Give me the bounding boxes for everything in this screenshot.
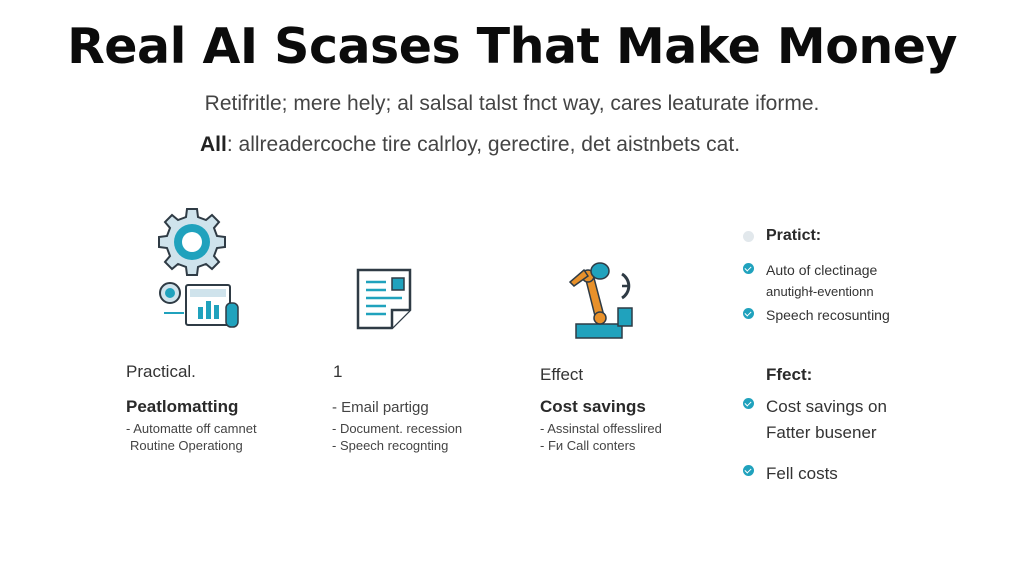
column-2-line: - Email partigg — [332, 399, 429, 416]
page-subline: All: allreadercoche tire calrloy, gerect… — [200, 133, 740, 157]
page-subtitle: Retifritle; mere hely; al salsal talst f… — [204, 92, 820, 115]
check-icon — [743, 308, 754, 319]
effect-heading: Ffect: — [766, 365, 813, 384]
column-3-title: Effect — [540, 365, 584, 384]
subline-bold: All — [200, 133, 227, 156]
column-1-line: Routine Operationg — [130, 438, 243, 453]
check-icon — [743, 263, 754, 274]
practical-heading: Pratict: — [766, 227, 822, 244]
column-3-line: - Fи Call conters — [540, 438, 636, 453]
bullet-dot-icon — [743, 231, 754, 242]
column-1-title: Practical. — [126, 362, 196, 381]
column-3-heading: Cost savings — [540, 397, 646, 416]
column-1-heading: Peatlomatting — [126, 397, 239, 416]
page-title: Real AI Scases That Make Money — [67, 18, 957, 75]
column-2-title: 1 — [333, 362, 343, 381]
gear-document-chart-icon — [150, 205, 250, 335]
check-icon — [743, 398, 754, 409]
check-icon — [743, 465, 754, 476]
column-1-line: - Automatte off camnet — [126, 421, 257, 436]
effect-list-item: Cost savings on — [743, 394, 887, 420]
right-practical-heading: Pratict: — [743, 227, 821, 245]
effect-list-item: Fatter busener — [766, 423, 877, 442]
document-icon — [356, 268, 414, 330]
practical-list-item: anutighɫ-eventionn — [766, 284, 874, 299]
practical-list-item: Speech recosunting — [743, 304, 890, 326]
subline-text: : allreadercoche tire calrloy, gerectire… — [226, 133, 741, 156]
column-3-line: - Assinstal offesslired — [540, 421, 662, 436]
column-2-line: - Speech recognting — [332, 438, 449, 453]
robotic-arm-icon — [566, 258, 646, 342]
column-2-line: - Document. recession — [332, 421, 463, 436]
effect-list-item: Fell costs — [743, 461, 838, 487]
practical-list-item: Auto of clectinage — [743, 259, 877, 281]
